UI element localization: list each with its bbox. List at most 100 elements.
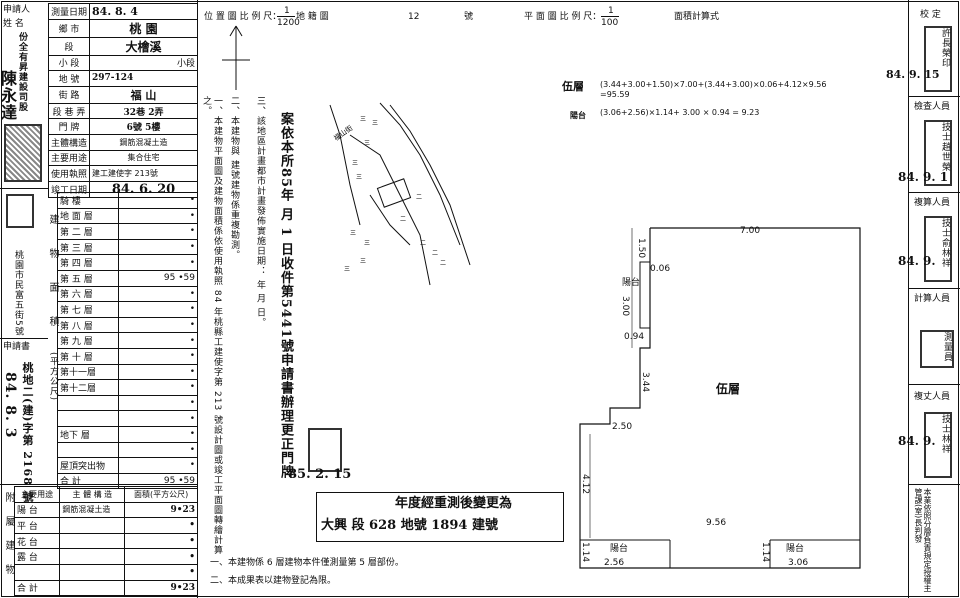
attached-use: 陽 台 [13,501,61,519]
floor-value: • [118,332,198,349]
floor-label [57,394,119,412]
floor-label [57,410,119,427]
row-value-1: 大檜溪 [89,36,198,56]
dim-0-94: 0.94 [624,332,645,342]
plan-scale-num: 1 [608,6,614,16]
dim-9-56: 9.56 [706,518,727,528]
note-2: 二、本建物與 建號建物係重複勘測。 [229,96,239,260]
attached-use: 合 計 [13,579,61,597]
floor-value: • [118,457,198,474]
note-1: 一、本建物平面圖及建物面積係依使用執照 84 年桃縣工建使字第 213 號設計圖… [201,96,222,556]
svg-text:二: 二 [440,260,446,267]
plan-scale-den: 100 [601,18,619,28]
svg-text:三: 三 [344,266,350,273]
attached-header-use: 主要用途 [13,486,61,503]
calc-floor-result: =95.59 [600,90,630,99]
calc-floor-label: 伍層 [562,80,584,93]
calc-floor-formula: (3.44+3.00+1.50)×7.00+(3.44+3.00)×0.06+4… [600,80,827,89]
attached-struct: 鋼筋混凝土造 [59,501,126,519]
svg-text:三: 三 [352,160,358,167]
office-address: 桃園市民富五街5號 [13,250,23,337]
floor-label: 第十二層 [57,379,119,396]
floor-label: 第 五 層 [57,269,119,287]
row-label-2: 小 段 [47,54,91,72]
application-date: 84. 8. 3 [2,372,18,439]
attached-side-label: 附屬建物 [3,492,14,588]
row-value-4: 福 山 [89,85,198,104]
floor-value: • [118,394,198,412]
application-no-label: 申請書 [3,342,31,352]
inspector-stamp: 技士趙世榮 [924,120,952,186]
plan-balcony-upper: 陽台 [622,278,641,288]
left-form: 申請人 姓 名 份全有昇建設司股 陳永達 桃園市民富五街5號 申請書 桃地二(建… [0,0,198,598]
attached-area: 9•23 [124,579,198,597]
svg-text:三: 三 [350,230,356,237]
note-3: 三、該地區計畫都市計畫發佈實施日期： 年 月 日。 [255,96,265,328]
row-label-0: 鄉 市 [47,18,91,38]
correction-stamp-line1: 年度經重測後變更為 [395,496,513,511]
attached-header-area: 面積(平方公尺) [124,486,198,503]
row-label-1: 段 [47,36,91,56]
floor-plan [579,227,861,569]
svg-text:二: 二 [416,194,422,201]
floor-value: • [118,207,198,225]
row-value-6: 6號 5樓 [89,118,198,135]
surveyor-label: 複算人員 [914,198,951,208]
surveyor-date: 84. 9. [898,254,936,268]
attached-use: 平 台 [13,517,61,534]
map-sheet-label: 地 籍 圖 [296,12,329,22]
calc-balcony-label: 陽台 [570,110,586,120]
attached-use: 露 台 [13,548,61,565]
street-label: 福山街 [332,123,354,142]
row-value-2: 小段 [89,54,198,72]
check-stamp: 許長榮印 [924,26,952,92]
floor-label: 第 三 層 [57,238,119,256]
dim-1-14-left: 1.14 [580,542,590,563]
attached-area: • [124,563,198,581]
floor-label: 騎 樓 [57,192,119,209]
dim-2-56: 2.56 [604,558,625,568]
survey-date-label: 測量日期 [47,3,91,20]
bottom-note-1: 一、本建物係 6 層建物本件僅測量第 5 層部份。 [210,558,404,568]
floor-value: • [118,238,198,256]
attached-use [13,563,61,581]
floor-value: • [118,363,198,381]
floor-value: • [118,441,198,459]
row-label-6: 門 牌 [47,118,91,135]
calc-person-stamp: 測量員 [920,330,954,368]
application-no: 桃地二(建)字第 2168 號 [21,362,34,503]
row-label-3: 地 號 [47,70,91,87]
dim-1-14-right: 1.14 [760,542,770,563]
draw-person-stamp: 技士林祥 [924,412,952,478]
correction-stamp-line2: 大興 段 628 地號 1894 建號 [321,518,498,533]
dim-0-06: 0.06 [650,264,671,274]
floor-value: • [118,192,198,209]
office-small-stamp [308,428,342,472]
applicant-name: 陳永達 [0,70,17,121]
plan-balcony-bottom-right: 陽台 [786,544,805,554]
row-value-7: 鋼筋混凝土造 [89,133,198,151]
dim-4-12: 4.12 [580,474,590,495]
attached-area: 9•23 [124,501,198,519]
row-value-9: 建工建使字 213號 [89,165,198,182]
floor-label: 第 六 層 [57,285,119,303]
floor-value: • [118,223,198,240]
svg-text:三: 三 [356,174,362,181]
floor-label: 第 二 層 [57,223,119,240]
floor-value: • [118,285,198,303]
floor-value: • [118,379,198,396]
svg-text:三: 三 [360,116,366,123]
floor-value: • [118,301,198,318]
attached-area: • [124,532,198,550]
dim-2-50: 2.50 [612,422,633,432]
svg-text:二: 二 [400,216,406,223]
building-area-side-label: 建物面積 [47,214,58,350]
bottom-note-2: 二、本成果表以建物登記為限。 [210,576,337,586]
floor-label: 地下 層 [57,425,119,443]
row-label-5: 段 巷 弄 [47,102,91,120]
plan-room-label: 伍層 [716,382,741,396]
attached-struct [59,579,126,597]
applicant-seal [4,124,42,182]
